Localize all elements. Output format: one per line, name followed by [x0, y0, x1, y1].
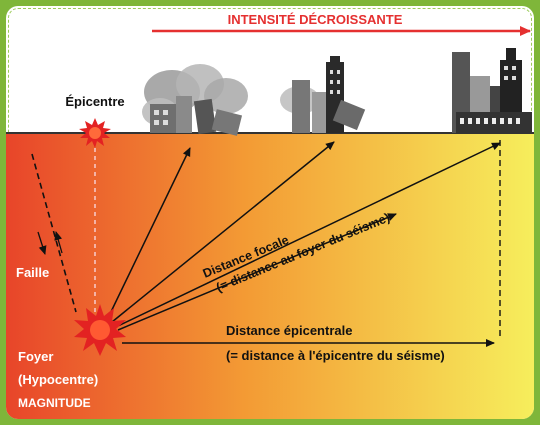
fault-motion-arrow-up	[54, 231, 63, 254]
foyer-label: Foyer	[18, 349, 53, 364]
hypocentre-label: (Hypocentre)	[18, 372, 98, 387]
intensity-title: INTENSITÉ DÉCROISSANTE	[228, 12, 403, 27]
distance-epicentrale-label: Distance épicentrale	[226, 323, 352, 338]
ray-to-city-1	[107, 147, 191, 319]
fault-motion-arrow-down	[37, 231, 47, 255]
epicentre-core	[89, 127, 101, 139]
ray-to-city-2	[111, 141, 335, 323]
focus-core	[90, 320, 110, 340]
ray-to-city-3	[117, 142, 501, 327]
magnitude-label: MAGNITUDE	[18, 396, 91, 410]
ray-distance-focale	[117, 213, 397, 331]
city-heavy-damage	[142, 64, 248, 136]
diagram-panel: INTENSITÉ DÉCROISSANTE	[6, 6, 534, 419]
city-light-damage	[452, 48, 532, 133]
distance-epicentrale-definition: (= distance à l'épicentre du séisme)	[226, 348, 445, 363]
earthquake-diagram: INTENSITÉ DÉCROISSANTE	[6, 12, 534, 419]
city-medium-damage	[280, 56, 366, 133]
epicentre-label: Épicentre	[65, 94, 124, 109]
fault-line	[31, 153, 77, 313]
fault-label: Faille	[16, 265, 49, 280]
